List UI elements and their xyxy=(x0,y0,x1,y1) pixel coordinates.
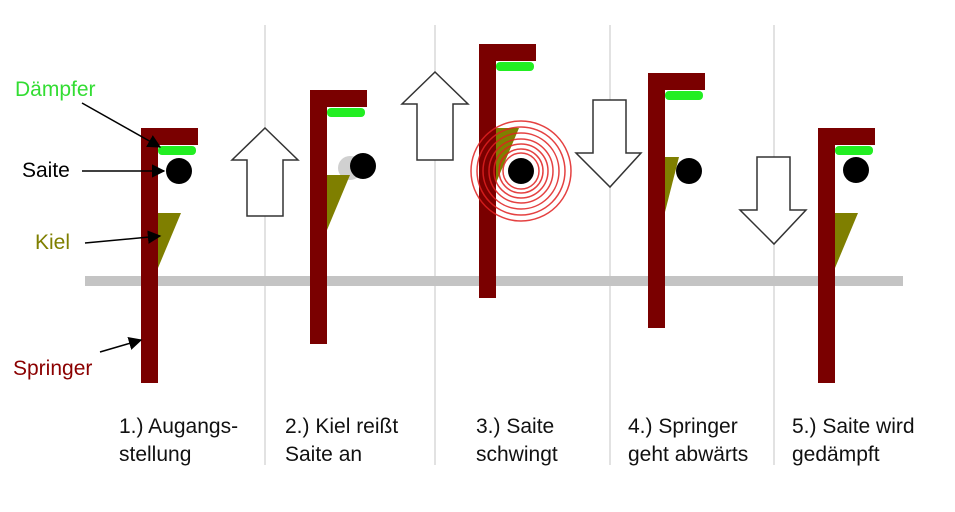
caption-step-4-line-2: geht abwärts xyxy=(628,443,748,466)
jack-top-arm xyxy=(141,128,198,145)
damper xyxy=(327,108,365,117)
jack-top-arm xyxy=(818,128,875,145)
jack-step-5 xyxy=(818,128,875,383)
jack-top-arm xyxy=(648,73,705,90)
label-string: Saite xyxy=(22,159,70,182)
damper xyxy=(835,146,873,155)
arrow-up-icon xyxy=(230,126,300,217)
arrow-up-icon xyxy=(400,70,470,161)
plectrum xyxy=(327,175,350,230)
caption-step-3-line-2: schwingt xyxy=(476,443,558,466)
jack-step-3 xyxy=(470,44,572,298)
plectrum xyxy=(835,213,858,268)
string xyxy=(676,158,702,184)
label-plectrum: Kiel xyxy=(35,231,70,254)
caption-step-1-line-1: 1.) Augangs- xyxy=(119,415,238,438)
string xyxy=(166,158,192,184)
string xyxy=(350,153,376,179)
plectrum xyxy=(158,213,181,268)
jack-body xyxy=(479,44,496,298)
caption-step-5-line-2: gedämpft xyxy=(792,443,880,466)
jack-step-2 xyxy=(310,90,376,344)
jack-body xyxy=(818,128,835,383)
jack-top-arm xyxy=(310,90,367,107)
plectrum xyxy=(496,128,519,183)
damper xyxy=(665,91,703,100)
damper xyxy=(158,146,196,155)
plectrum xyxy=(665,157,679,212)
label-damper: Dämpfer xyxy=(15,78,96,101)
damper xyxy=(496,62,534,71)
label-jack: Springer xyxy=(13,357,92,380)
jack-body xyxy=(141,128,158,383)
vibration-rings xyxy=(470,120,572,222)
component-labels: Dämpfer Saite Kiel Springer xyxy=(13,78,166,380)
jack-step-4 xyxy=(648,73,705,328)
caption-step-2-line-1: 2.) Kiel reißt xyxy=(285,415,398,438)
jack-top-arm xyxy=(479,44,536,61)
arrow-down-icon xyxy=(738,156,808,246)
jack-step-1 xyxy=(141,128,198,383)
step-captions: 1.) Augangs- stellung 2.) Kiel reißt Sai… xyxy=(119,415,915,466)
caption-step-3-line-1: 3.) Saite xyxy=(476,415,554,438)
jack-body xyxy=(310,90,327,344)
string xyxy=(508,158,534,184)
jack-body xyxy=(648,73,665,328)
arrow-down-icon xyxy=(574,99,643,189)
caption-step-4-line-1: 4.) Springer xyxy=(628,415,738,438)
string xyxy=(843,157,869,183)
caption-step-2-line-2: Saite an xyxy=(285,443,362,466)
caption-step-1-line-2: stellung xyxy=(119,443,191,466)
caption-step-5-line-1: 5.) Saite wird xyxy=(792,415,915,438)
